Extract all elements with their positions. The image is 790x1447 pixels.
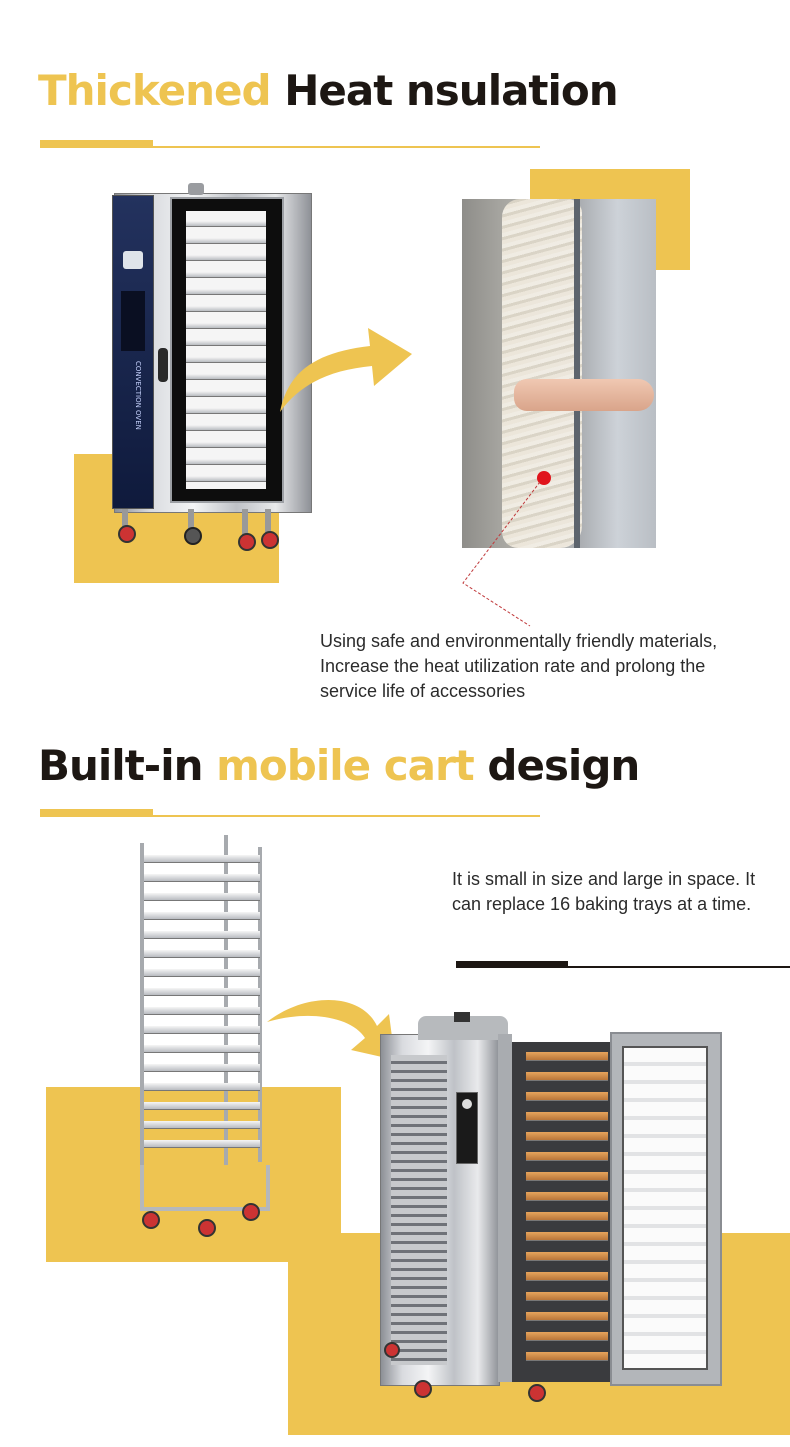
steel-wall-edge	[574, 199, 580, 548]
section2-title-pre: Built-in	[38, 741, 217, 790]
oven-leg	[188, 509, 194, 529]
yellow-block	[46, 1087, 341, 1262]
oven-door	[170, 197, 284, 503]
oven-vent	[188, 183, 204, 195]
section1-title-rest: Heat nsulation	[270, 66, 618, 115]
oven-leg	[122, 509, 128, 529]
insulation-photo	[462, 199, 656, 548]
caster-wheel-icon	[242, 1203, 260, 1221]
rack-post	[258, 847, 262, 1162]
oven-vents	[391, 1055, 447, 1365]
caster-wheel-icon	[142, 1211, 160, 1229]
open-oven-door	[610, 1032, 722, 1386]
control-panel: CONVECTION OVEN	[112, 195, 154, 509]
caption-underline	[456, 966, 790, 968]
section1-caption: Using safe and environmentally friendly …	[320, 631, 718, 701]
control-knob-icon	[462, 1099, 472, 1109]
rack-post	[140, 843, 144, 1173]
bread-trays	[526, 1052, 608, 1362]
oven-window	[186, 211, 266, 489]
caster-wheel-icon	[384, 1342, 400, 1358]
oven-label: CONVECTION OVEN	[134, 361, 142, 430]
mobile-cart-image	[136, 835, 270, 1240]
caster-wheel-icon	[528, 1384, 546, 1402]
arrow-icon	[280, 328, 412, 412]
oven-vent	[454, 1012, 470, 1022]
leader-line	[462, 481, 540, 627]
caster-wheel-icon	[238, 533, 256, 551]
pointing-finger	[514, 379, 654, 411]
oven-leg	[265, 509, 271, 535]
caption-underline-thick	[456, 961, 568, 967]
control-buttons	[121, 291, 145, 351]
section1-title: Thickened Heat nsulation	[38, 70, 619, 112]
section2-title: Built-in mobile cart design	[38, 745, 640, 787]
control-panel	[456, 1092, 478, 1164]
caster-wheel-icon	[261, 531, 279, 549]
marker-dot-icon	[537, 471, 551, 485]
oven-leg	[242, 509, 248, 535]
section2-underline	[40, 815, 540, 817]
oven-interior	[512, 1042, 612, 1382]
cart-base	[140, 1165, 270, 1211]
section1-title-accent: Thickened	[38, 66, 272, 115]
caster-wheel-icon	[198, 1219, 216, 1237]
section1-underline	[40, 146, 540, 148]
section1-underline-thick	[40, 140, 153, 146]
open-oven-image	[378, 1012, 722, 1405]
caster-wheel-icon	[184, 527, 202, 545]
oven-frame	[498, 1034, 512, 1382]
door-window	[622, 1046, 708, 1370]
oven-side-panel	[380, 1034, 500, 1386]
caster-wheel-icon	[118, 525, 136, 543]
section2-underline-thick	[40, 809, 153, 815]
insulation-layer	[502, 199, 582, 548]
section2-title-accent: mobile cart	[216, 741, 475, 790]
caster-wheel-icon	[414, 1380, 432, 1398]
convection-oven-image: CONVECTION OVEN	[108, 183, 312, 551]
arrow-icon	[267, 999, 395, 1060]
rack-trays	[144, 855, 260, 1155]
section2-caption: It is small in size and large in space. …	[452, 869, 756, 914]
control-display-icon	[123, 251, 143, 269]
rack-post	[224, 835, 228, 1165]
door-handle	[158, 348, 168, 382]
section2-title-post: design	[473, 741, 640, 790]
